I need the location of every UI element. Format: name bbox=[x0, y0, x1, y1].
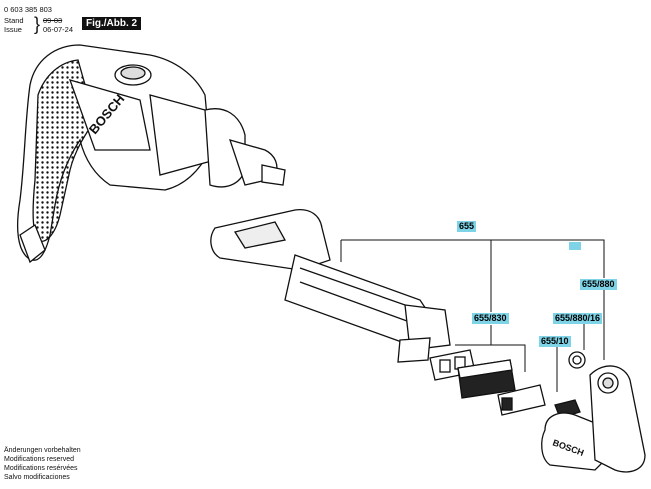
note-de: Änderungen vorbehalten bbox=[4, 447, 81, 454]
note-en: Modifications reserved bbox=[4, 456, 75, 463]
callout-655-880: 655/880 bbox=[580, 279, 617, 290]
note-es: Salvo modificaciones bbox=[4, 474, 70, 481]
issue-label: Issue bbox=[4, 25, 22, 34]
callout-655-10: 655/10 bbox=[539, 336, 571, 347]
callout-655-830: 655/830 bbox=[472, 313, 509, 324]
note-fr: Modifications resérvées bbox=[4, 465, 78, 472]
figure-label: Fig./Abb. 2 bbox=[82, 17, 142, 30]
drill-illustration bbox=[17, 44, 286, 264]
stand-label: Stand bbox=[4, 16, 24, 25]
callout-655: 655 bbox=[457, 221, 477, 232]
callout-blank bbox=[569, 242, 581, 250]
issue-value: 06-07-24 bbox=[43, 25, 74, 34]
brace-icon: } bbox=[34, 14, 41, 34]
dust-tube bbox=[210, 209, 451, 363]
part-number: 0 603 385 803 bbox=[4, 5, 52, 14]
end-cap-parts bbox=[541, 351, 646, 473]
callout-655-880-16: 655/880/16 bbox=[553, 313, 603, 324]
filter-parts bbox=[429, 349, 546, 416]
stand-value: 09-03 bbox=[43, 16, 63, 25]
leader-lines bbox=[340, 239, 605, 392]
